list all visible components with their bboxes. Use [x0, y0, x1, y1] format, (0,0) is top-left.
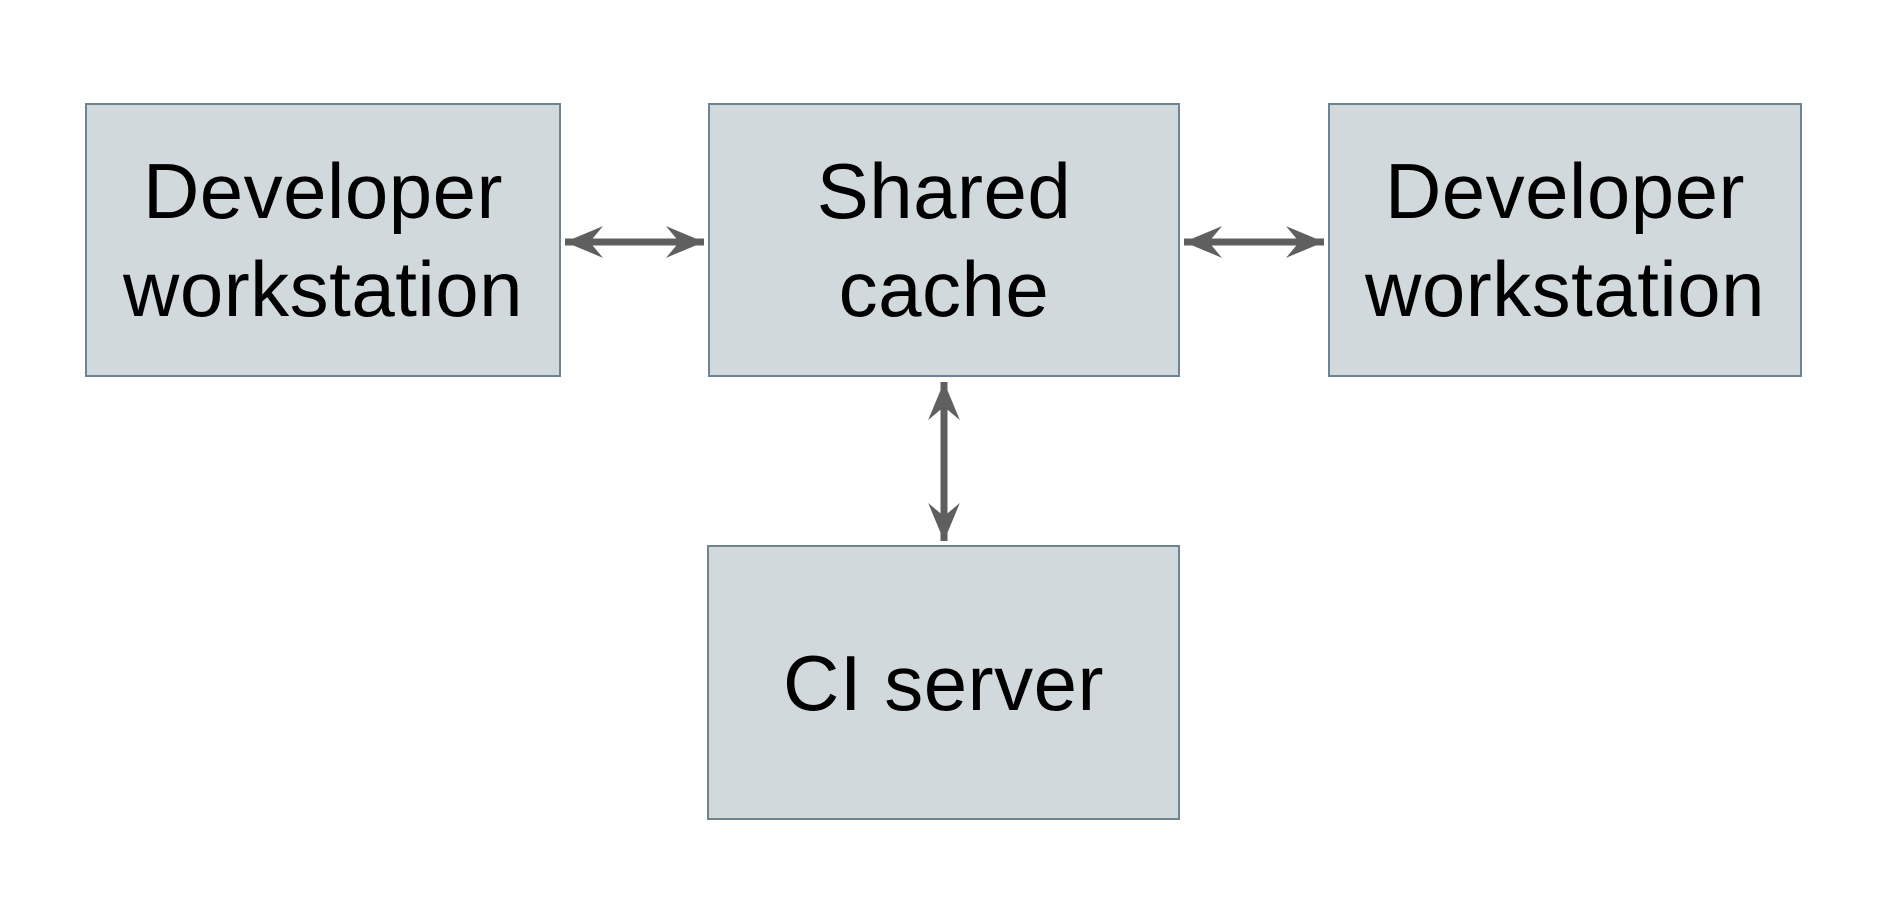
- node-label: Shared cache: [816, 147, 1072, 333]
- bidirectional-arrow-cache-to-ci: [928, 382, 960, 541]
- node-developer-workstation-right: Developer workstation: [1328, 103, 1802, 377]
- node-label: Developer workstation: [1365, 147, 1765, 333]
- node-label: Developer workstation: [123, 147, 523, 333]
- node-developer-workstation-left: Developer workstation: [85, 103, 561, 377]
- node-shared-cache: Shared cache: [708, 103, 1180, 377]
- node-label: CI server: [783, 638, 1104, 727]
- bidirectional-arrow-left-to-cache: [565, 226, 704, 258]
- node-ci-server: CI server: [707, 545, 1180, 820]
- bidirectional-arrow-cache-to-right: [1184, 226, 1324, 258]
